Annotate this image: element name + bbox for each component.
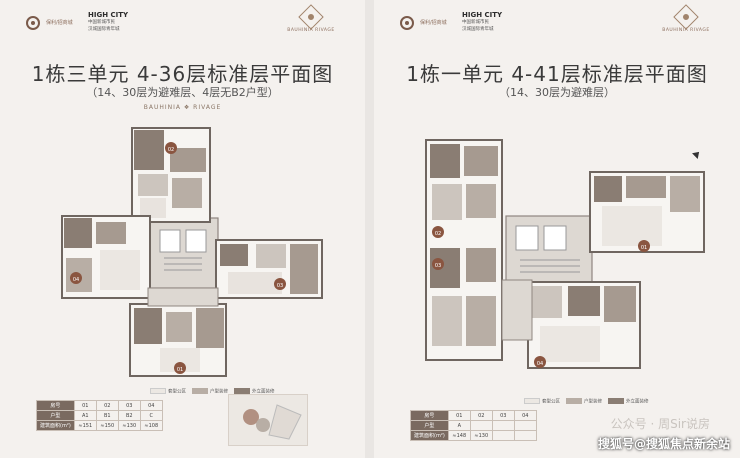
legend-swatch bbox=[150, 388, 166, 394]
table-row: 户型 A bbox=[410, 420, 537, 431]
table-row: 户型 A1 B1 B2 C bbox=[36, 410, 163, 421]
emblem-text: BAUHINIA RIVAGE bbox=[287, 28, 335, 33]
logo-mark-icon bbox=[26, 15, 40, 30]
legend-swatch bbox=[608, 398, 624, 404]
wechat-watermark: 公众号 · 周Sir说房 bbox=[610, 417, 710, 431]
page-subtitle: （14、30层为避难层、4层无B2户型） bbox=[86, 86, 279, 99]
site-plan-svg bbox=[243, 404, 302, 440]
unit-number-label: 02 bbox=[435, 231, 441, 237]
logo-main: HIGH CITY bbox=[88, 11, 129, 19]
unit-spec-table: 房号 01 02 03 04 户型 A 建筑面积(m²) ≈148 ≈130 bbox=[410, 410, 537, 441]
project-emblem: BAUHINIA RIVAGE bbox=[656, 4, 716, 33]
site-plan-thumbnail bbox=[228, 394, 308, 446]
floorplan-panel-left: 保利/招商城 HIGH CITY 中国新城市民 汉城国际青年城 BAUHINIA… bbox=[0, 0, 365, 458]
table-row: 建筑面积(m²) ≈151 ≈150 ≈130 ≈108 bbox=[36, 420, 163, 431]
table-row: 房号 01 02 03 04 bbox=[36, 400, 163, 411]
legend-item: 户型装修 bbox=[210, 389, 228, 395]
floorplan-panel-right: 保利/招商城 HIGH CITY 中国新城市民 汉城国际青年城 BAUHINIA… bbox=[374, 0, 740, 458]
emblem-icon bbox=[298, 4, 324, 30]
floorplan-drawing: 02 04 03 01 bbox=[60, 118, 330, 380]
legend: 套型公区 户型装修 外立面装修 bbox=[524, 398, 649, 405]
legend-item: 套型公区 bbox=[542, 399, 560, 405]
floorplan-drawing: 02 03 01 04 bbox=[410, 136, 710, 372]
logo-main: HIGH CITY bbox=[462, 11, 503, 19]
logo-cn: 中国新城市民 bbox=[88, 20, 115, 25]
legend-item: 外立面装修 bbox=[626, 399, 649, 405]
developer-logo: 保利/招商城 HIGH CITY 中国新城市民 汉城国际青年城 bbox=[400, 12, 502, 33]
unit-number-label: 04 bbox=[537, 361, 543, 367]
legend-item: 外立面装修 bbox=[252, 389, 275, 395]
brand-line: BAUHINIA ❖ RIVAGE bbox=[143, 104, 222, 111]
floorplan-svg: 02 04 03 01 bbox=[61, 127, 323, 377]
page-title: 1栋一单元 4-41层标准层平面图 bbox=[406, 62, 708, 86]
legend-item: 户型装修 bbox=[584, 399, 602, 405]
developer-logo: 保利/招商城 HIGH CITY 中国新城市民 汉城国际青年城 bbox=[26, 12, 128, 33]
logo-cn: 中国新城市民 bbox=[462, 20, 489, 25]
table-row: 房号 01 02 03 04 bbox=[410, 410, 537, 421]
unit-spec-table: 房号 01 02 03 04 户型 A1 B1 B2 C 建筑面积(m²) ≈1… bbox=[36, 400, 163, 431]
logo-city: 汉城国际青年城 bbox=[88, 27, 120, 32]
legend: 套型公区 户型装修 外立面装修 bbox=[150, 388, 275, 395]
floorplan-svg: 02 03 01 04 bbox=[425, 139, 705, 369]
page-title: 1栋三单元 4-36层标准层平面图 bbox=[31, 62, 334, 86]
legend-swatch bbox=[192, 388, 208, 394]
legend-swatch bbox=[234, 388, 250, 394]
logo-city: 汉城国际青年城 bbox=[462, 27, 494, 32]
unit-number-label: 03 bbox=[277, 283, 283, 289]
unit-number-label: 03 bbox=[435, 263, 441, 269]
unit-number-label: 01 bbox=[177, 367, 183, 373]
unit-number-label: 01 bbox=[641, 245, 647, 251]
legend-item: 套型公区 bbox=[168, 389, 186, 395]
logo-sub: 保利/招商城 bbox=[46, 19, 73, 26]
legend-swatch bbox=[524, 398, 540, 404]
logo-sub: 保利/招商城 bbox=[420, 19, 447, 26]
emblem-icon bbox=[673, 4, 699, 30]
project-emblem: BAUHINIA RIVAGE bbox=[281, 4, 341, 33]
page-subtitle: （14、30层为避难层） bbox=[499, 86, 615, 99]
table-row: 建筑面积(m²) ≈148 ≈130 bbox=[410, 430, 537, 441]
emblem-text: BAUHINIA RIVAGE bbox=[662, 28, 710, 33]
unit-number-label: 04 bbox=[73, 277, 79, 283]
sohu-watermark: 搜狐号@搜狐焦点新余站 bbox=[597, 437, 730, 451]
legend-swatch bbox=[566, 398, 582, 404]
unit-number-label: 02 bbox=[168, 147, 174, 153]
logo-mark-icon bbox=[400, 15, 414, 30]
